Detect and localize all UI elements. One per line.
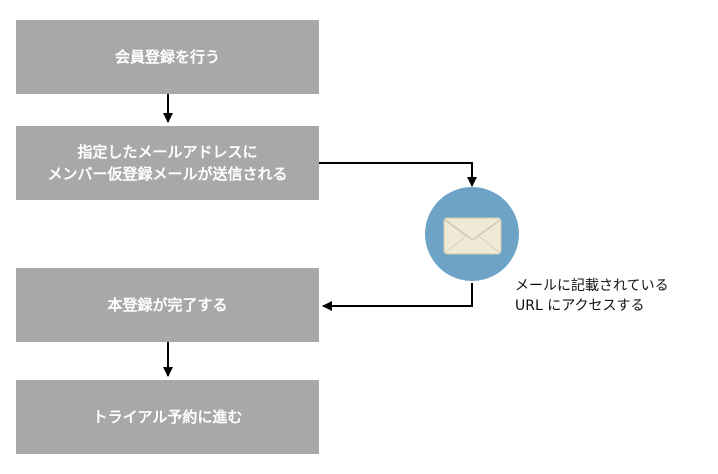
note-line-2: URL にアクセスする — [515, 298, 645, 314]
step-label: トライアル予約に進む — [92, 408, 243, 426]
step-registration-complete: 本登録が完了する — [16, 268, 319, 342]
note-line-1: メールに記載されている — [515, 278, 669, 294]
envelope-icon — [443, 217, 502, 255]
step-trial-reservation: トライアル予約に進む — [16, 380, 319, 454]
arrow-mail-to-step3 — [322, 283, 473, 311]
step-label-line-2: メンバー仮登録メールが送信される — [47, 165, 288, 183]
step-label: 本登録が完了する — [107, 296, 228, 314]
step-label-line-1: 指定したメールアドレスに — [77, 143, 258, 161]
mail-access-note: メールに記載されている URL にアクセスする — [515, 276, 669, 316]
arrow-step2-to-mail — [319, 162, 477, 187]
step-register-member: 会員登録を行う — [16, 20, 319, 94]
mail-icon — [425, 187, 519, 281]
step-label: 会員登録を行う — [114, 48, 220, 66]
step-temp-registration-mail: 指定したメールアドレスに メンバー仮登録メールが送信される — [16, 126, 319, 200]
